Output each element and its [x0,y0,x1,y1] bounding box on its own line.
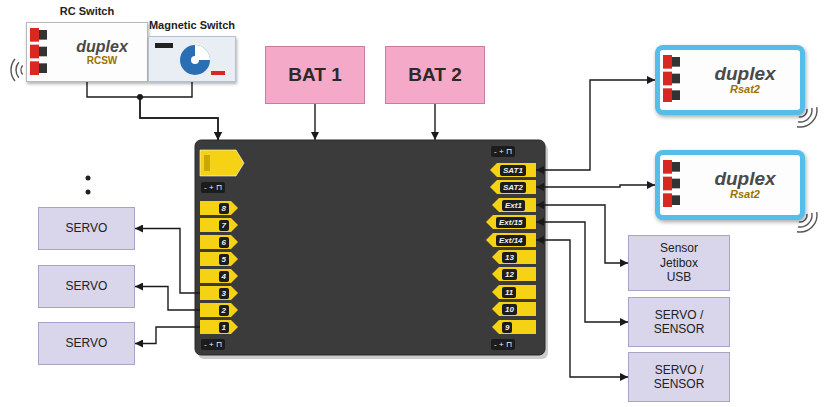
device-label: SERVO [66,279,108,293]
port-name: 9 [502,322,512,333]
brand-name: duplex [714,169,775,188]
port-label: 12 [492,267,536,281]
rc-switch: RC Switch duplexRCSW [26,4,148,82]
model-name: Rsat2 [730,83,760,95]
port-name: 12 [502,269,517,280]
port-name: Ext1 [502,200,525,211]
connector [140,82,218,140]
device-card: duplexRsat2 [660,50,800,110]
connector [536,80,655,170]
device-label: SERVO / SENSOR [644,308,714,337]
battery-box: BAT 1 [265,46,365,104]
switch-port [200,150,244,176]
port-name: 8 [219,203,229,214]
connector-pins [27,23,53,81]
device-label: SERVO [66,336,108,350]
port-name: 5 [219,254,229,265]
port-name: 6 [219,237,229,248]
port-label: 3 [200,286,238,300]
device-card [148,36,236,82]
connector [536,185,655,187]
connector [536,240,628,377]
port-label: 8 [200,201,238,215]
port-name: SAT1 [500,165,526,176]
connector [314,104,315,140]
port-name: 11 [502,287,516,298]
brand-name: duplex [714,64,775,83]
device-heading: RC Switch [26,4,148,18]
battery-label: BAT 2 [408,64,461,86]
device-box: SERVO / SENSOR [628,352,730,402]
port-name: Ext/14 [496,235,526,246]
port-label: SAT2 [490,180,536,194]
port-label: 1 [200,320,238,334]
device-card: duplexRsat2 [660,155,800,215]
connector [135,287,200,311]
radio-wave [11,59,15,81]
port-label: SAT1 [490,163,536,177]
port-label: 13 [492,250,536,264]
continuation-dot [86,190,91,195]
connector-pins [660,50,686,108]
port-name: 2 [219,305,229,316]
polarity-marking: - + ⊓ [201,182,225,193]
magnetic-switch: Magnetic Switch [148,18,236,82]
port-label: 10 [492,302,536,316]
port-name: SAT2 [500,182,526,193]
continuation-dot [86,176,91,181]
port-label: Ext/14 [486,233,536,247]
port-name: 13 [502,252,517,263]
polarity-marking: - + ⊓ [491,339,515,350]
port-label: 6 [200,235,238,249]
connector [536,222,628,322]
model-name: Rsat2 [730,188,760,200]
device-box: Sensor Jetibox USB [628,235,730,291]
model-name: RCSW [87,55,118,66]
battery-box: BAT 2 [385,46,485,104]
satellite-receiver: duplexRsat2 [655,150,805,220]
port-name: 3 [219,288,229,299]
connector [536,205,628,263]
device-card: duplexRCSW [26,22,148,82]
device-heading: Magnetic Switch [148,18,236,32]
connector [87,82,218,140]
connector-pins [660,155,686,213]
connector [434,104,435,140]
central-box: - + ⊓ - + ⊓ - + ⊓ - + ⊓ 8 7 6 5 4 3 2 1 SAT1SAT2Ext1… [195,140,545,355]
brand-name: duplex [76,39,128,55]
connector [135,327,200,344]
device-label: SERVO / SENSOR [644,363,714,392]
port-label: 11 [492,285,536,299]
port-name: 7 [219,220,229,231]
device-label: Sensor Jetibox USB [647,241,711,284]
device-box: SERVO [38,207,135,250]
port-label: 9 [492,320,536,334]
radio-wave [16,62,19,77]
polarity-marking: - + ⊓ [491,146,515,157]
port-label: 4 [200,269,238,283]
port-label: Ext/15 [486,215,536,229]
device-box: SERVO [38,265,135,308]
device-box: SERVO [38,322,135,365]
port-label: Ext1 [492,198,536,212]
connector [135,229,200,294]
device-box: SERVO / SENSOR [628,297,730,347]
central-box-body [195,140,545,355]
device-label: SERVO [66,221,108,235]
port-label: 5 [200,252,238,266]
port-label: 7 [200,218,238,232]
port-name: 4 [219,271,229,282]
battery-label: BAT 1 [288,64,341,86]
port-name: 10 [502,304,517,315]
switch-port-detail [204,155,210,171]
port-label: 2 [200,303,238,317]
polarity-marking: - + ⊓ [201,339,225,350]
radio-wave [21,66,23,75]
satellite-receiver: duplexRsat2 [655,45,805,115]
port-name: Ext/15 [496,217,526,228]
magnet-icon [149,37,231,81]
port-name: 1 [219,322,229,333]
